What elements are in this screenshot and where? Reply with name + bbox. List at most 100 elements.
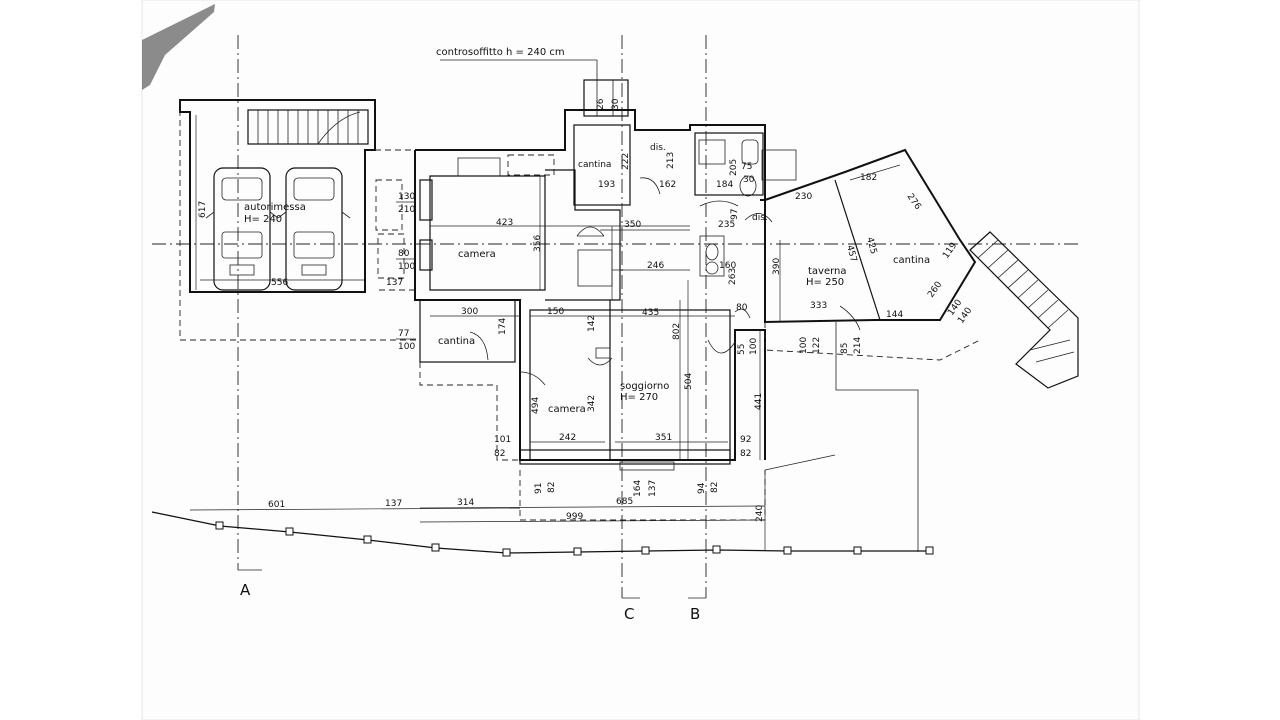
- dim-222: 222: [621, 153, 631, 170]
- dim-137c: 137: [385, 499, 402, 509]
- dim-30a: 30: [743, 175, 755, 185]
- win-100a: 100: [398, 262, 415, 272]
- dim-26: 26: [596, 98, 606, 110]
- dim-214: 214: [853, 337, 863, 354]
- skylight: [583, 79, 629, 117]
- axis-label-c: C: [624, 605, 634, 623]
- wardrobe-2: [507, 154, 555, 176]
- dim-150: 150: [547, 307, 564, 317]
- room-label-taverna: taverna: [808, 266, 847, 277]
- garage-foundation-outline: [179, 100, 420, 341]
- dim-164: 164: [633, 480, 643, 497]
- doors: [469, 177, 861, 386]
- dim-174: 174: [498, 318, 508, 335]
- cantina-2-outline: [419, 362, 520, 461]
- cantina-1-hatched: [573, 124, 631, 206]
- cantina-2-room: [419, 299, 516, 363]
- dim-100a: 100: [749, 338, 759, 355]
- dim-999: 999: [566, 512, 583, 522]
- axis-label-a: A: [240, 581, 251, 599]
- dim-802: 802: [672, 323, 682, 340]
- room-label-garage: autorimessa: [244, 202, 306, 213]
- garage-stairs: [247, 109, 369, 145]
- dim-390: 390: [772, 258, 782, 275]
- dim-82d: 82: [710, 482, 720, 493]
- room-height-soggiorno: H= 270: [620, 392, 658, 403]
- dim-457: 457: [844, 244, 858, 263]
- taverna-foundation-outline: [764, 322, 981, 361]
- room-label-cantina-2: cantina: [438, 336, 475, 347]
- dim-91: 91: [534, 483, 544, 494]
- dim-205: 205: [729, 159, 739, 176]
- dim-333: 333: [810, 301, 827, 311]
- dim-85: 85: [840, 343, 850, 354]
- dim-30b: 30: [611, 98, 621, 110]
- dim-144: 144: [886, 310, 903, 320]
- dim-350: 350: [624, 220, 641, 230]
- dim-193: 193: [598, 180, 615, 190]
- dim-100b: 100: [799, 337, 809, 354]
- dim-423: 423: [496, 218, 513, 228]
- main-walls-north: [415, 109, 766, 201]
- dim-685: 685: [616, 497, 633, 507]
- dim-242: 242: [559, 433, 576, 443]
- wardrobe-1: [457, 157, 501, 177]
- dim-235: 235: [718, 220, 735, 230]
- light-well-1: [375, 179, 403, 231]
- dim-182: 182: [860, 173, 877, 183]
- camera-1-windows: [419, 179, 433, 271]
- camera-1-room: [429, 175, 546, 291]
- bath-shaft: [761, 149, 797, 181]
- win-77: 77: [398, 329, 409, 339]
- scan-shadow: [142, 4, 215, 90]
- room-label-dis-2: dis.: [752, 213, 768, 223]
- dim-425: 425: [864, 236, 878, 255]
- taverna-cantina-divider: [834, 179, 881, 321]
- dim-92: 92: [740, 435, 751, 445]
- dim-122: 122: [812, 337, 822, 354]
- room-label-cantina-3: cantina: [893, 255, 930, 266]
- dim-300: 300: [461, 307, 478, 317]
- toilet: [739, 175, 757, 197]
- room-height-garage: H= 240: [244, 214, 282, 225]
- dim-601: 601: [268, 500, 285, 510]
- dim-240: 240: [755, 505, 765, 522]
- dim-82a: 82: [494, 449, 505, 459]
- dim-356: 356: [533, 235, 543, 252]
- ground-markers: [215, 521, 934, 557]
- dim-435: 435: [642, 308, 659, 318]
- garage-walls: [179, 99, 376, 293]
- dim-351: 351: [655, 433, 672, 443]
- dim-75: 75: [741, 162, 752, 172]
- bathroom: [694, 132, 764, 196]
- bidet: [741, 139, 759, 165]
- car-right: [277, 167, 351, 291]
- room-label-cantina-1: cantina: [578, 160, 611, 170]
- east-boundary-line: [835, 322, 919, 552]
- win-210: 210: [398, 205, 415, 215]
- paper-sheet: [141, 0, 1140, 720]
- dimension-numbers: 617 556 137 423 356 350 246 435 802 504 …: [198, 98, 974, 522]
- dim-184: 184: [716, 180, 733, 190]
- dim-441: 441: [754, 393, 764, 410]
- corridor-walls: [545, 169, 621, 301]
- dim-101: 101: [494, 435, 511, 445]
- room-label-dis-1: dis.: [650, 143, 666, 153]
- win-130: 130: [398, 192, 415, 202]
- dim-82c: 82: [547, 482, 557, 493]
- dim-142: 142: [587, 315, 597, 332]
- dim-230: 230: [795, 192, 812, 202]
- dim-55: 55: [737, 344, 747, 355]
- dis-toilet: [699, 235, 725, 277]
- dim-80: 80: [736, 303, 748, 313]
- room-label-soggiorno: soggiorno: [620, 381, 669, 392]
- light-well-2: [377, 233, 405, 279]
- car-left: [205, 167, 279, 291]
- dimension-lines: [189, 164, 901, 550]
- dim-342: 342: [587, 395, 597, 412]
- living-area: [529, 309, 731, 461]
- dim-213: 213: [666, 152, 676, 169]
- dim-494: 494: [531, 397, 541, 414]
